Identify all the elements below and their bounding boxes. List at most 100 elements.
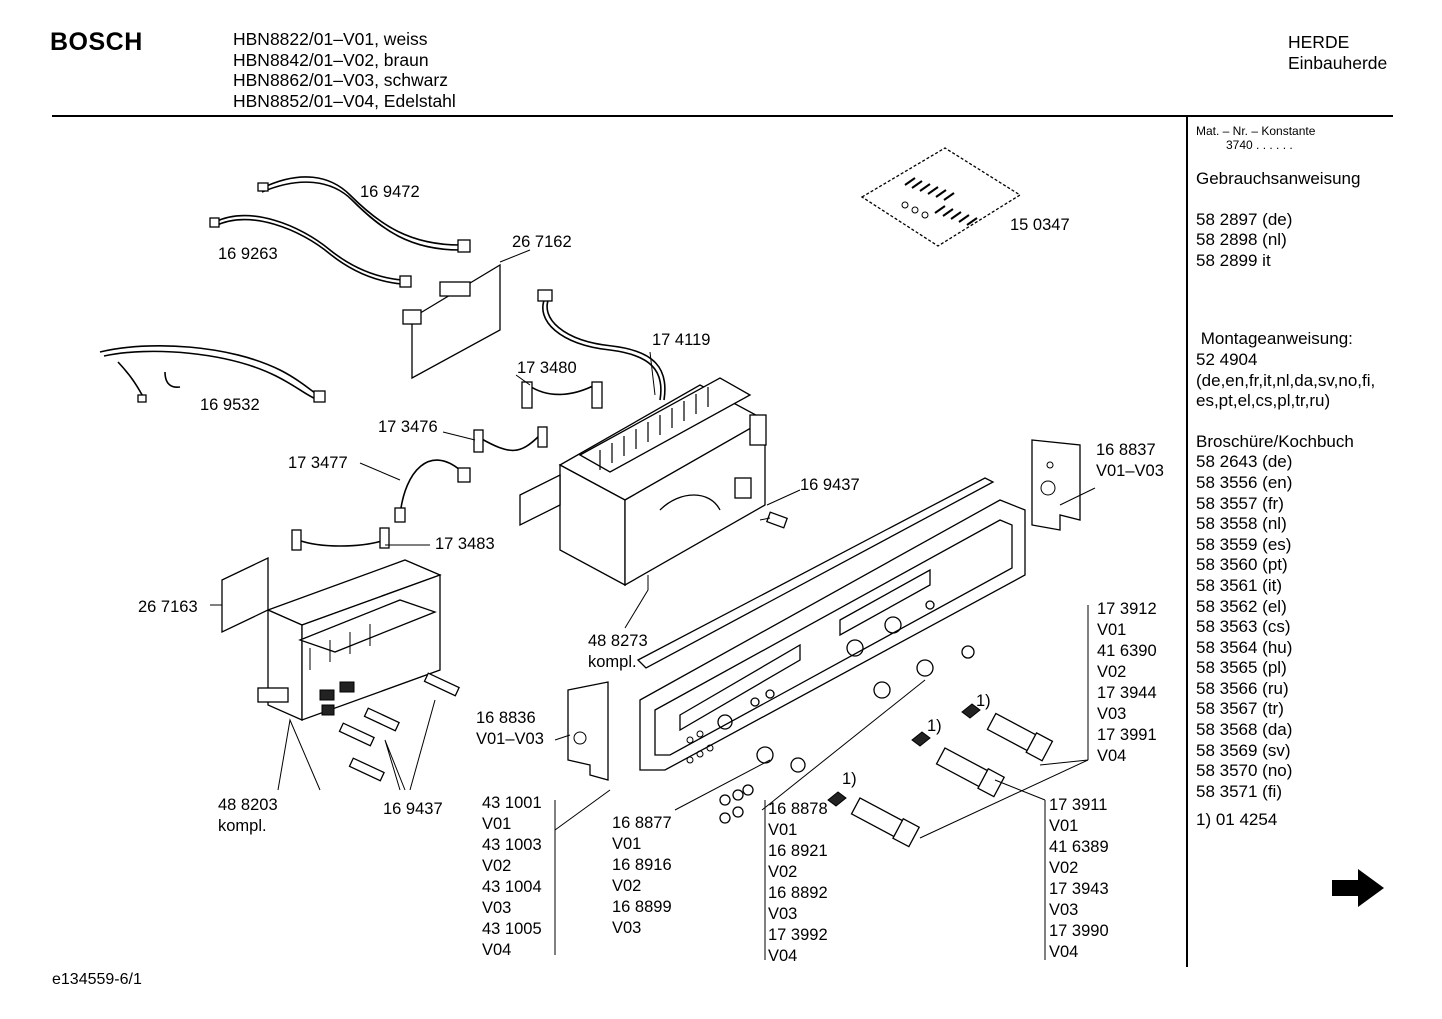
label-169532: 16 9532 bbox=[200, 396, 260, 414]
column-entry: 43 1003 bbox=[482, 836, 542, 854]
terminal-set-169437 bbox=[338, 672, 460, 782]
model-line: HBN8842/01–V02, braun bbox=[233, 49, 429, 70]
label-488273: 48 8273 bbox=[588, 632, 648, 650]
column-entry: 16 8878 bbox=[768, 800, 828, 818]
category-line: HERDE bbox=[1288, 32, 1350, 52]
label-174119: 17 4119 bbox=[652, 331, 710, 349]
column-entry: 17 3944 bbox=[1097, 684, 1157, 702]
label-168836-variant: V01–V03 bbox=[476, 730, 544, 748]
column-entry: V01 bbox=[612, 835, 641, 853]
brochure-item: 58 3566 (ru) bbox=[1196, 678, 1289, 698]
column-entry: 17 3912 bbox=[1097, 600, 1157, 618]
column-entry: 16 8899 bbox=[612, 898, 672, 916]
column-entry: V01 bbox=[1049, 817, 1078, 835]
wire-harness-169532 bbox=[99, 344, 326, 403]
documentation-sidebar: Mat. – Nr. – Konstante 3740 . . . . . . … bbox=[1196, 124, 1436, 831]
label-267163: 26 7163 bbox=[138, 598, 198, 616]
column-entry: 16 8892 bbox=[768, 884, 828, 902]
column-entry: 17 3990 bbox=[1049, 922, 1109, 940]
column-entry: 17 3911 bbox=[1049, 796, 1107, 814]
manual-item: 58 2899 it bbox=[1196, 250, 1271, 270]
ribbon-harness-173477 bbox=[394, 459, 471, 523]
brochure-item: 58 3571 (fi) bbox=[1196, 781, 1282, 801]
footnote-marker: 1) bbox=[927, 717, 942, 735]
label-column-shafts-b: 17 3912 V01 41 6390 V02 17 3944 V03 17 3… bbox=[1097, 600, 1157, 765]
column-entry: V01 bbox=[482, 815, 511, 833]
circuit-board-267163 bbox=[221, 556, 269, 634]
column-entry: V04 bbox=[1049, 943, 1078, 961]
bracket-168837 bbox=[1031, 439, 1081, 531]
column-entry: 16 8921 bbox=[768, 842, 828, 860]
label-488203-kompl: kompl. bbox=[218, 817, 267, 835]
column-entry: V01 bbox=[768, 821, 797, 839]
brochure-item: 58 3559 (es) bbox=[1196, 534, 1292, 554]
brochure-item: 58 2643 (de) bbox=[1196, 452, 1293, 472]
arrow-right-icon[interactable] bbox=[1330, 866, 1386, 915]
category-line: Einbauherde bbox=[1288, 52, 1388, 73]
label-column-buttons: 16 8877 V01 16 8916 V02 16 8899 V03 bbox=[612, 814, 672, 937]
brochure-title: Broschüre/Kochbuch bbox=[1196, 431, 1354, 451]
brochure-item: 58 3567 (tr) bbox=[1196, 699, 1284, 719]
knob-set bbox=[719, 645, 975, 824]
brochure-item: 58 3565 (pl) bbox=[1196, 658, 1287, 678]
panel-trim-strip bbox=[636, 477, 995, 669]
brochure-item: 58 3570 (no) bbox=[1196, 761, 1293, 781]
brochure-item: 58 3568 (da) bbox=[1196, 720, 1293, 740]
column-entry: 16 8877 bbox=[612, 814, 672, 832]
model-line: HBN8862/01–V03, schwarz bbox=[233, 70, 448, 90]
mat-value: 3740 . . . . . . bbox=[1226, 138, 1293, 152]
label-169437-lower: 16 9437 bbox=[383, 800, 443, 818]
ribbon-harness-173480 bbox=[521, 381, 603, 409]
column-entry: V02 bbox=[768, 863, 797, 881]
wire-harness-169472 bbox=[257, 176, 471, 253]
column-entry: V03 bbox=[768, 905, 797, 923]
column-entry: V02 bbox=[612, 877, 641, 895]
label-173480: 17 3480 bbox=[517, 359, 577, 377]
install-title: Montageanweisung: bbox=[1196, 329, 1353, 349]
brochure-item: 58 3557 (fr) bbox=[1196, 493, 1284, 513]
column-entry: V02 bbox=[482, 857, 511, 875]
terminal-169437 bbox=[759, 511, 789, 529]
manual-title: Gebrauchsanweisung bbox=[1196, 169, 1361, 188]
brochure-item: 58 3558 (nl) bbox=[1196, 514, 1287, 534]
column-entry: 43 1004 bbox=[482, 878, 542, 896]
model-list: HBN8822/01–V01, weiss HBN8842/01–V02, br… bbox=[233, 29, 456, 111]
brochure-item: 58 3556 (en) bbox=[1196, 472, 1293, 492]
column-entry: V03 bbox=[1097, 705, 1126, 723]
column-entry: V03 bbox=[1049, 901, 1078, 919]
wire-harness-174119 bbox=[537, 289, 666, 401]
control-module-488203 bbox=[257, 559, 442, 721]
mat-label: Mat. – Nr. – Konstante bbox=[1196, 124, 1316, 138]
column-entry: V02 bbox=[1049, 859, 1078, 877]
brand-logo: BOSCH bbox=[50, 28, 143, 56]
document-id: e134559-6/1 bbox=[52, 971, 142, 988]
label-column-shafts-a: 17 3911 V01 41 6389 V02 17 3943 V03 17 3… bbox=[1049, 796, 1109, 961]
brochure-item: 58 3564 (hu) bbox=[1196, 637, 1293, 657]
leader-lines bbox=[210, 249, 1096, 960]
footnote-marker: 1) bbox=[842, 770, 857, 788]
column-entry: 17 3991 bbox=[1097, 726, 1157, 744]
label-488203: 48 8203 bbox=[218, 796, 278, 814]
column-entry: 43 1005 bbox=[482, 920, 542, 938]
column-entry: V04 bbox=[1097, 747, 1126, 765]
model-line: HBN8822/01–V01, weiss bbox=[233, 29, 428, 49]
circuit-board-267162 bbox=[402, 263, 501, 380]
label-168837-variant: V01–V03 bbox=[1096, 462, 1164, 480]
label-169437-upper: 16 9437 bbox=[800, 476, 860, 494]
header-divider bbox=[52, 115, 1393, 117]
manual-item: 58 2898 (nl) bbox=[1196, 230, 1287, 250]
column-entry: V03 bbox=[482, 899, 511, 917]
brochure-item: 58 3563 (cs) bbox=[1196, 617, 1291, 637]
brochure-item: 58 3569 (sv) bbox=[1196, 740, 1291, 760]
label-168836: 16 8836 bbox=[476, 709, 536, 727]
install-line: es,pt,el,cs,pl,tr,ru) bbox=[1196, 391, 1331, 411]
column-entry: 17 3943 bbox=[1049, 880, 1109, 898]
sidebar-divider bbox=[1186, 117, 1188, 967]
footnote: 1) 01 4254 bbox=[1196, 810, 1278, 830]
label-column-knobs: 16 8878 V01 16 8921 V02 16 8892 V03 17 3… bbox=[768, 800, 828, 965]
wire-harness-169263 bbox=[209, 214, 412, 288]
column-entry: V04 bbox=[482, 941, 511, 959]
install-line: (de,en,fr,it,nl,da,sv,no,fi, bbox=[1196, 370, 1376, 390]
manual-item: 58 2897 (de) bbox=[1196, 209, 1293, 229]
